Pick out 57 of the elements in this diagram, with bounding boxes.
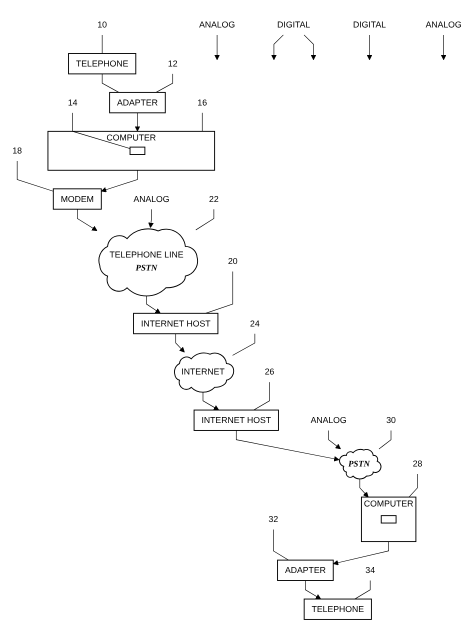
arrow xyxy=(202,391,220,410)
node-box: ADAPTER xyxy=(109,92,166,114)
node-text: 34 xyxy=(365,565,376,575)
node-text: 24 xyxy=(250,318,260,328)
node-box: INTERNET HOST xyxy=(194,410,279,431)
node-text: ANALOG xyxy=(199,20,236,30)
node-text: 32 xyxy=(268,514,278,524)
node-text: 16 xyxy=(197,97,208,108)
node-text: ANALOG xyxy=(133,194,170,204)
connector xyxy=(16,160,54,192)
node-box: INTERNET HOST xyxy=(133,312,218,334)
node-box: ADAPTER xyxy=(277,560,334,581)
arrow xyxy=(366,34,372,60)
connector xyxy=(408,474,418,498)
arrow xyxy=(146,294,161,314)
cluster: COMPUTER xyxy=(47,130,216,171)
node-text: ANALOG xyxy=(310,415,347,425)
node-text: 30 xyxy=(386,415,396,425)
node-box: TELEPHONE xyxy=(304,598,372,620)
connector xyxy=(232,333,256,356)
connector xyxy=(354,580,370,600)
node-text: DIGITAL xyxy=(277,20,310,30)
arrow xyxy=(305,580,322,600)
cluster: COMPUTER xyxy=(360,496,416,542)
node-box xyxy=(130,146,146,155)
arrow xyxy=(236,430,340,462)
arrow xyxy=(175,333,185,352)
arrow xyxy=(134,112,140,132)
connector xyxy=(102,74,120,93)
arrow xyxy=(101,170,138,192)
connector xyxy=(156,74,174,93)
arrow xyxy=(328,430,341,450)
node-text: 14 xyxy=(68,97,78,108)
node-text: 18 xyxy=(12,146,22,156)
node-box xyxy=(380,515,397,524)
node-box: TELEPHONE xyxy=(68,53,136,74)
connector xyxy=(202,112,203,132)
arrow xyxy=(214,34,220,60)
arrow xyxy=(360,478,369,498)
node-text: ANALOG xyxy=(426,20,462,30)
node-text: DIGITAL xyxy=(353,20,386,30)
arrow xyxy=(77,208,98,231)
node-text: 12 xyxy=(168,58,178,68)
arrow xyxy=(304,34,316,60)
node-text: 10 xyxy=(97,20,107,30)
node-text: 20 xyxy=(228,256,238,266)
arrow xyxy=(333,541,389,566)
node-text: 22 xyxy=(209,194,219,204)
node-box: MODEM xyxy=(52,188,102,210)
connector xyxy=(378,430,392,450)
arrow xyxy=(271,34,284,60)
connector xyxy=(196,208,214,230)
node-text: 28 xyxy=(412,458,422,468)
connector xyxy=(72,112,130,149)
node-text: 26 xyxy=(264,366,274,377)
arrow xyxy=(440,34,446,60)
arrow xyxy=(148,208,154,228)
